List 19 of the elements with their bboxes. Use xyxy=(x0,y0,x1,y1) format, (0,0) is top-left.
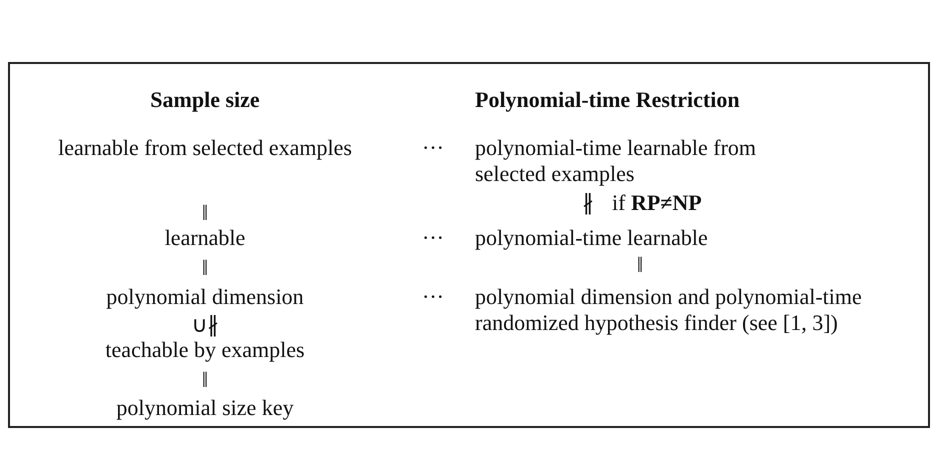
table-text: learnable from selected examples xyxy=(58,135,352,161)
equality-symbol: ‖ xyxy=(202,367,208,393)
table-text: teachable by examples xyxy=(105,337,305,363)
table-text: polynomial-time learnable xyxy=(475,225,708,251)
equality-symbol: ‖ xyxy=(202,255,208,281)
ellipsis: ··· xyxy=(422,284,444,310)
equality-symbol: ‖ xyxy=(636,252,644,278)
inequality-symbol: ∦ xyxy=(582,190,594,216)
column-header: Sample size xyxy=(150,87,260,113)
table-text: polynomial dimension and polynomial-time randomized hypothesis finder (see [1, 3]) xyxy=(475,284,863,336)
subset-symbol: ∪∦ xyxy=(192,312,218,338)
table-text: learnable xyxy=(164,225,246,251)
column-header: Polynomial-time Restriction xyxy=(475,87,740,113)
ellipsis: ··· xyxy=(422,225,444,251)
ellipsis: ··· xyxy=(422,135,444,161)
table-text: polynomial size key xyxy=(116,395,294,421)
equality-symbol: ‖ xyxy=(202,200,208,226)
condition-text: if RP≠NP xyxy=(612,190,702,216)
table-text: polynomial dimension xyxy=(106,284,304,310)
